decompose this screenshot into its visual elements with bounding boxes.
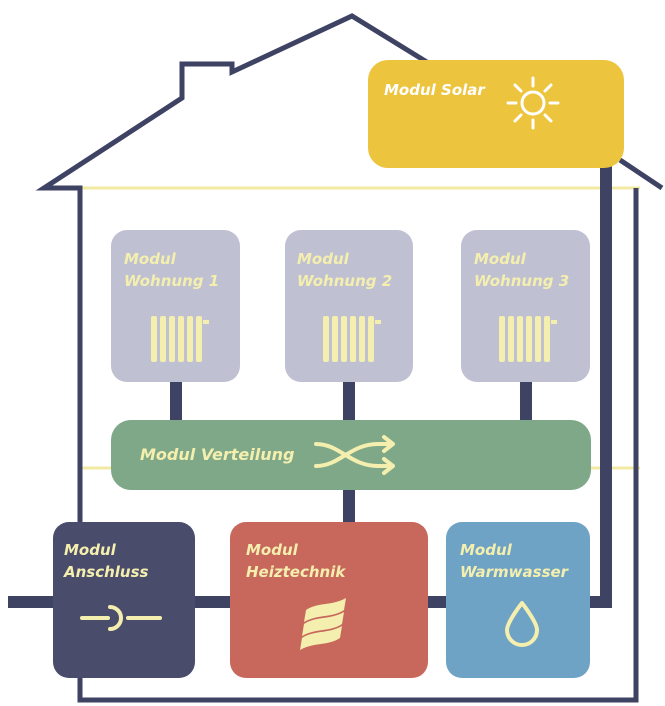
module-wohnung-1: Modul Wohnung 1 [111, 230, 240, 382]
module-anschluss: Modul Anschluss [53, 522, 195, 678]
module-warmwasser: Modul Warmwasser [446, 522, 590, 678]
shuffle-icon [314, 435, 395, 475]
module-wohnung-3-label-line1: Modul [474, 250, 527, 268]
module-wohnung-2-label-line2: Wohnung 2 [297, 272, 392, 290]
module-anschluss-label-line2: Anschluss [63, 563, 149, 581]
module-wohnung-1-box [111, 230, 240, 382]
module-wohnung-2-box [285, 230, 413, 382]
module-warmwasser-label-line2: Warmwasser [460, 563, 570, 581]
module-heiztechnik: Modul Heiztechnik [230, 522, 428, 678]
sun-icon [506, 76, 560, 130]
module-solar: Modul Solar [368, 60, 624, 168]
module-heiztechnik-label-line1: Modul [246, 541, 299, 559]
radiator-icon [151, 316, 209, 362]
module-verteilung-box [111, 420, 591, 490]
module-warmwasser-label-line1: Modul [460, 541, 513, 559]
water-drop-icon [505, 601, 539, 647]
module-verteilung: Modul Verteilung [111, 420, 591, 490]
module-solar-label: Modul Solar [384, 81, 486, 99]
module-anschluss-box [53, 522, 195, 678]
module-wohnung-2: Modul Wohnung 2 [285, 230, 413, 382]
radiator-icon [323, 316, 381, 362]
module-wohnung-3: Modul Wohnung 3 [461, 230, 590, 382]
module-warmwasser-box [446, 522, 590, 678]
valve-icon [80, 605, 162, 631]
pipe-warmwasser-solar [588, 165, 612, 608]
module-anschluss-label-line1: Modul [64, 541, 117, 559]
module-heiztechnik-label-line2: Heiztechnik [246, 563, 346, 581]
module-heiztechnik-box [230, 522, 428, 678]
module-wohnung-3-label-line2: Wohnung 3 [474, 272, 569, 290]
module-wohnung-3-box [461, 230, 590, 382]
pipes [8, 165, 612, 608]
module-verteilung-label: Modul Verteilung [140, 445, 294, 464]
module-solar-box [368, 60, 624, 168]
module-wohnung-2-label-line1: Modul [297, 250, 350, 268]
module-wohnung-1-label-line1: Modul [124, 250, 177, 268]
module-wohnung-1-label-line2: Wohnung 1 [124, 272, 219, 290]
flame-icon [300, 598, 346, 650]
radiator-icon [499, 316, 557, 362]
